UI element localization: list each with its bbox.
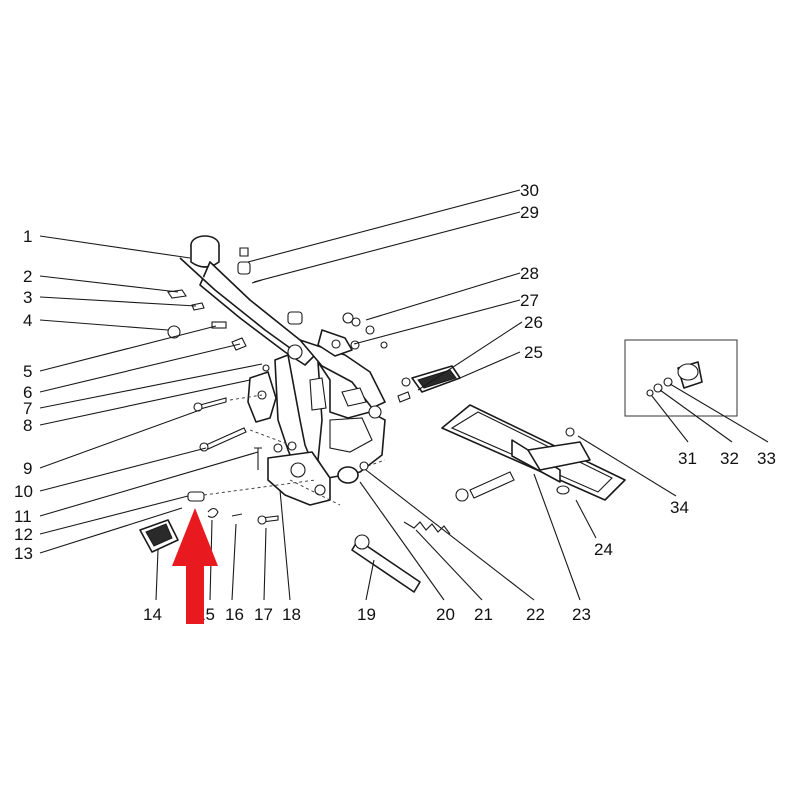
callout-6: 6 [23,383,32,402]
callout-12: 12 [14,525,33,544]
callout-30: 30 [520,181,539,200]
callout-labels: 1 2 3 4 5 6 7 8 9 10 11 12 13 14 15 16 1… [14,181,776,624]
leader-lines [39,189,769,601]
long-bolts [193,397,297,470]
alignment-lines [203,394,386,506]
callout-13: 13 [14,544,33,563]
inset-detail [624,339,738,417]
main-frame [179,235,386,506]
red-arrow-icon [172,508,218,624]
callout-4: 4 [23,311,32,330]
callout-31: 31 [678,449,697,468]
swingarm [441,404,626,502]
callout-3: 3 [23,288,32,307]
callout-18: 18 [282,605,301,624]
callout-32: 32 [720,449,739,468]
callout-7: 7 [23,399,32,418]
callout-25: 25 [524,343,543,362]
callout-16: 16 [225,605,244,624]
callout-14: 14 [143,605,162,624]
lower-left-hardware [187,491,279,525]
callout-9: 9 [23,459,32,478]
callout-8: 8 [23,416,32,435]
right-footpeg [397,365,461,403]
callout-5: 5 [23,362,32,381]
callout-26: 26 [524,313,543,332]
callout-33: 33 [757,449,776,468]
callout-19: 19 [357,605,376,624]
callout-22: 22 [526,605,545,624]
callout-29: 29 [520,203,539,222]
callout-28: 28 [520,264,539,283]
callout-2: 2 [23,267,32,286]
callout-24: 24 [594,540,613,559]
callout-20: 20 [436,605,455,624]
left-footpeg [139,519,179,553]
kickstand [337,461,451,593]
callout-10: 10 [14,482,33,501]
callout-11: 11 [14,507,32,526]
callout-34: 34 [670,498,689,517]
callout-27: 27 [520,291,539,310]
callout-21: 21 [474,605,493,624]
callout-17: 17 [254,605,273,624]
callout-23: 23 [572,605,591,624]
callout-1: 1 [23,227,32,246]
